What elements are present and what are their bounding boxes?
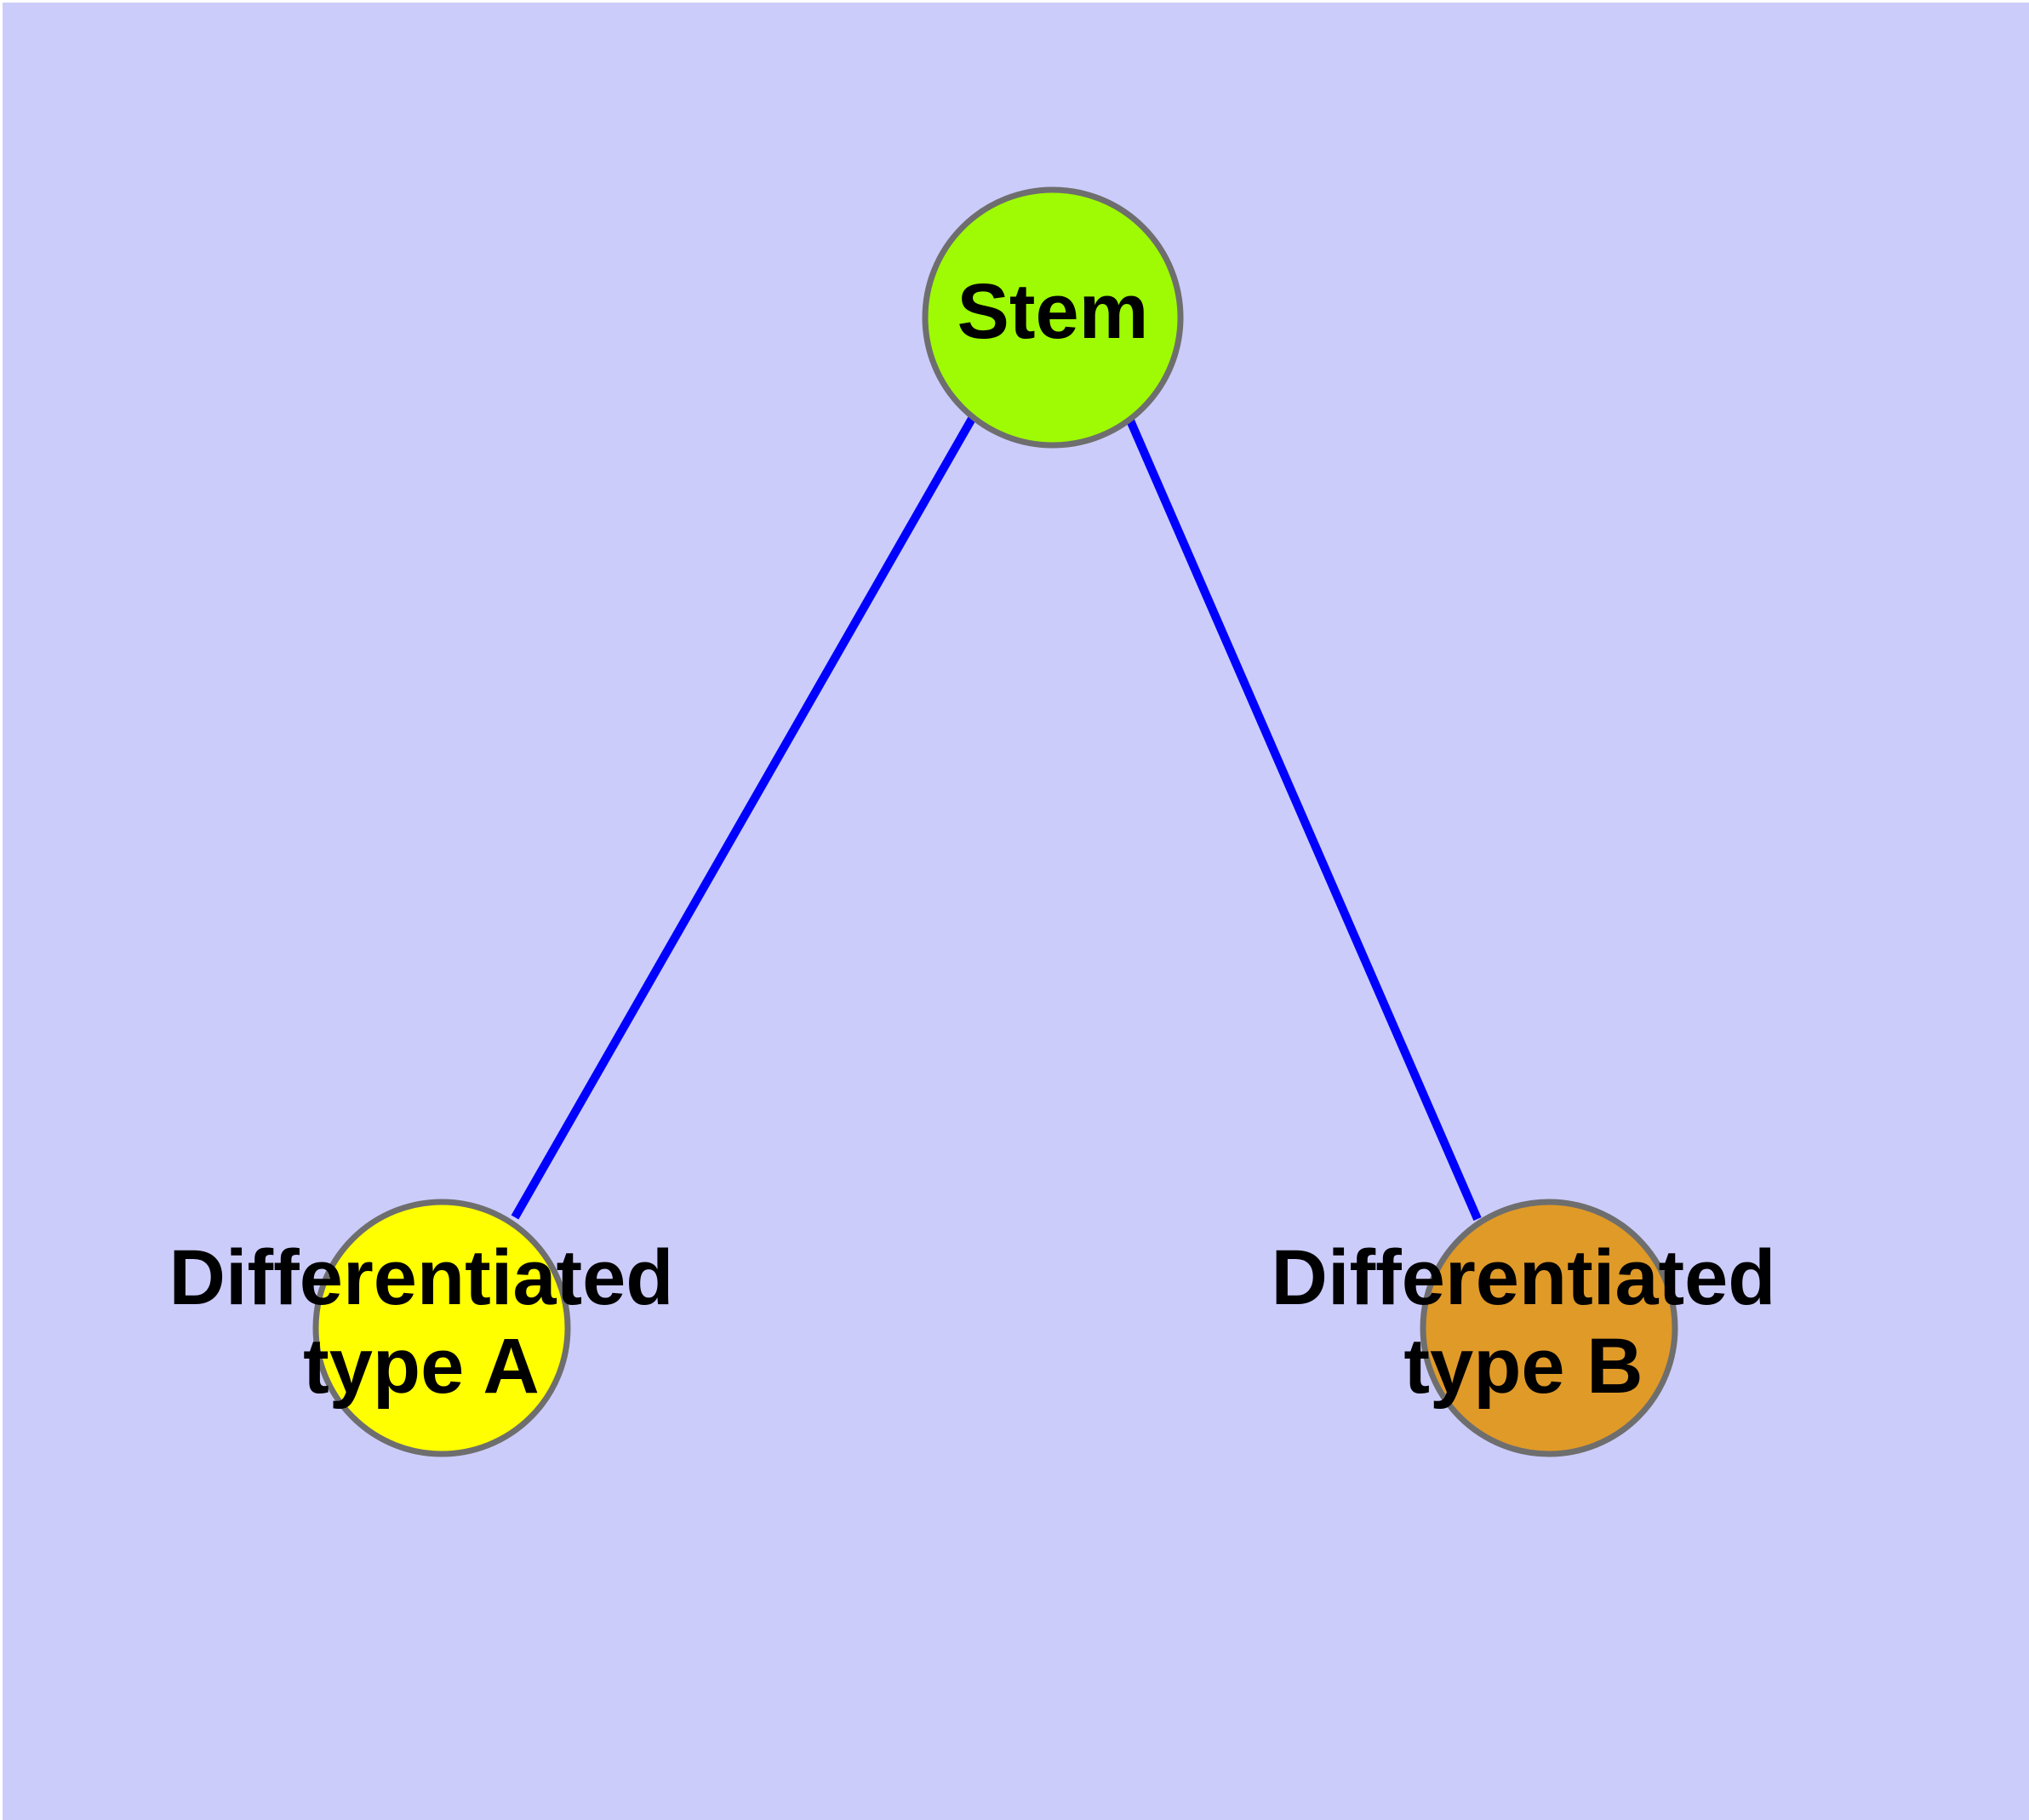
node-label-line: Differentiated [169,1234,674,1321]
node-label-line: type A [303,1323,540,1410]
node-stem-label: Stem [957,268,1149,355]
node-differentiated-type-b[interactable] [1420,1199,1678,1457]
edge-stem-to-differentiated-a[interactable] [511,415,977,1220]
node-label-line: Stem [957,268,1149,355]
edge-layer [511,413,1482,1221]
node-stem[interactable] [922,186,1184,449]
node-label-line: Differentiated [1272,1234,1776,1321]
node-differentiated-type-b-circle[interactable] [1420,1199,1678,1457]
node-label-line: type B [1403,1323,1643,1410]
node-differentiated-type-a-circle[interactable] [312,1199,571,1457]
node-stem-circle[interactable] [922,186,1184,449]
node-differentiated-type-a[interactable] [312,1199,571,1457]
edge-stem-to-differentiated-b[interactable] [1123,413,1482,1221]
node-layer [312,186,1678,1457]
